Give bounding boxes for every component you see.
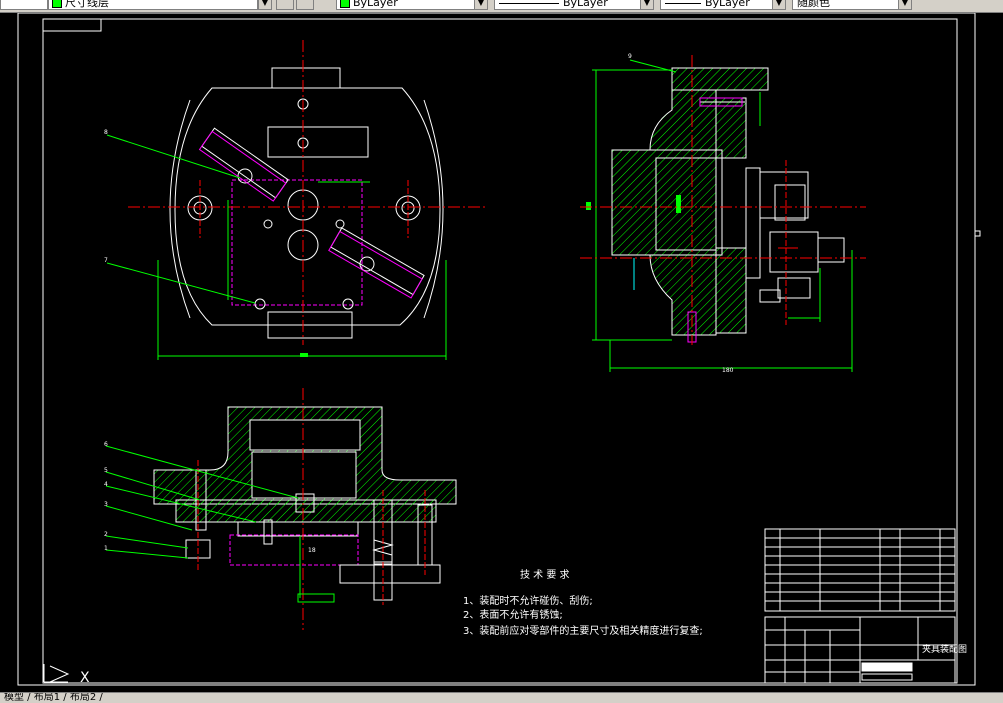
layer-manager-icon[interactable] [276, 0, 294, 10]
layout-tabs-label: 模型 / 布局1 / 布局2 / [4, 692, 103, 703]
plot-style-dropdown[interactable]: 随颜色 [792, 0, 912, 10]
requirement-1: 1、装配时不允许碰伤、刮伤; [463, 594, 593, 607]
drawing-canvas[interactable]: 8 7 9 6 5 4 3 2 1 18 180 技 术 要 求 1、装配时不允… [0, 12, 1003, 697]
label-7: 7 [104, 257, 108, 264]
outer-border [17, 12, 976, 686]
layer-previous-icon[interactable] [296, 0, 314, 10]
label-3: 3 [104, 501, 108, 508]
layer-dropdown[interactable]: 尺寸线层 [48, 0, 258, 10]
label-5: 5 [104, 467, 108, 474]
inner-border [42, 18, 958, 684]
tech-title: 技 术 要 求 [520, 568, 570, 581]
grip-marker [974, 230, 981, 237]
ucs-x-label: X [80, 670, 90, 686]
balloon-labels: 8 7 9 6 5 4 3 2 1 18 180 [104, 53, 734, 554]
label-9: 9 [628, 53, 632, 60]
chevron-down-icon[interactable]: ▼ [640, 0, 654, 10]
layout-tabs[interactable]: 模型 / 布局1 / 布局2 / [0, 692, 1003, 703]
chevron-down-icon[interactable]: ▼ [474, 0, 488, 10]
linetype-sample [499, 2, 559, 4]
label-1: 1 [104, 545, 108, 552]
title-block-name: 夹具装配图 [922, 643, 967, 655]
title-block [764, 528, 956, 684]
color-swatch-icon [340, 0, 350, 8]
chevron-down-icon[interactable]: ▼ [772, 0, 786, 10]
chevron-down-icon[interactable]: ▼ [898, 0, 912, 10]
layer-state-icons[interactable] [0, 0, 48, 10]
requirement-2: 2、表面不允许有锈蚀; [463, 608, 563, 621]
dimension-180: 180 [722, 367, 734, 374]
lineweight-dropdown[interactable]: ByLayer [660, 0, 782, 10]
top-view [106, 40, 488, 360]
corner-box [42, 18, 102, 32]
requirement-3: 3、装配前应对零部件的主要尺寸及相关精度进行复查; [463, 624, 703, 637]
label-6: 6 [104, 441, 108, 448]
lineweight-sample [665, 2, 701, 4]
label-2: 2 [104, 531, 108, 538]
chevron-down-icon[interactable]: ▼ [258, 0, 272, 10]
color-dropdown[interactable]: ByLayer [336, 0, 484, 10]
ucs-icon [43, 664, 70, 683]
properties-toolbar: 尺寸线层 ▼ ByLayer ▼ ByLayer ▼ ByLayer ▼ 随颜色… [0, 0, 1003, 13]
layer-color-icon [52, 0, 62, 8]
linetype-dropdown[interactable]: ByLayer [494, 0, 644, 10]
technical-requirements: 技 术 要 求 1、装配时不允许碰伤、刮伤; 2、表面不允许有锈蚀; 3、装配前… [463, 568, 703, 637]
front-view [105, 388, 457, 630]
label-18: 18 [308, 547, 316, 554]
label-8: 8 [104, 129, 108, 136]
side-view [580, 55, 866, 372]
label-4: 4 [104, 481, 108, 488]
cad-drawing: 8 7 9 6 5 4 3 2 1 18 180 技 术 要 求 1、装配时不允… [17, 12, 981, 686]
